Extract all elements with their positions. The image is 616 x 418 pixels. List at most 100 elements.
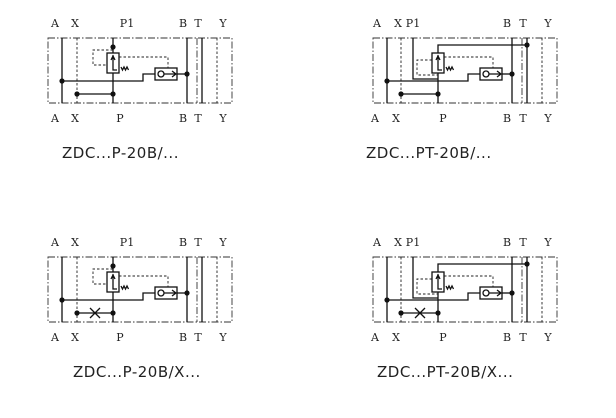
pilot-control-line [119, 56, 169, 68]
port-label-bottom-a: A [50, 112, 60, 125]
model-caption: ZDC...P-20B/X... [73, 363, 201, 381]
port-label-bottom-b: B [179, 112, 187, 125]
port-label-bottom-a: A [370, 112, 380, 125]
port-label-bottom-t: T [519, 112, 527, 125]
pressure-reducing-valve [106, 52, 120, 74]
valve-arrow-icon [435, 273, 442, 290]
port-label-bottom-y: Y [218, 112, 227, 125]
port-label-top-a: A [50, 17, 60, 30]
port-label-top-p1: P1 [406, 236, 420, 249]
pilot-control-line [444, 56, 494, 68]
port-label-bottom-x: X [71, 112, 79, 125]
valve-housing-outline [47, 256, 233, 323]
pilot-control-line [119, 275, 169, 287]
port-label-bottom-b: B [179, 331, 187, 344]
port-label-bottom-t: T [519, 331, 527, 344]
pilot-drain-line [416, 59, 438, 76]
port-label-bottom-x: X [392, 331, 400, 344]
port-label-top-b: B [179, 17, 187, 30]
port-label-bottom-y: Y [543, 112, 552, 125]
junction-dot [110, 263, 116, 269]
port-label-bottom-p: P [439, 331, 447, 344]
pilot-drain-line [416, 278, 438, 295]
port-p1-line [412, 38, 438, 80]
port-label-bottom-p: P [116, 331, 124, 344]
pilot-a-line [62, 292, 155, 301]
port-label-top-b: B [503, 17, 511, 30]
junction-dot [110, 44, 116, 50]
port-label-top-x: X [71, 17, 79, 30]
pilot-a-line [387, 292, 480, 301]
port-label-top-a: A [50, 236, 60, 249]
orifice-icon [89, 307, 101, 319]
pilot-a-line [387, 73, 480, 82]
junction-dot [184, 290, 190, 296]
valve-housing-outline [372, 256, 558, 323]
valve-arrow-icon [435, 54, 442, 71]
port-label-bottom-y: Y [218, 331, 227, 344]
port-label-top-x: X [394, 17, 402, 30]
port-label-bottom-p: P [439, 112, 447, 125]
port-label-top-p1: P1 [406, 17, 420, 30]
port-label-bottom-b: B [503, 331, 511, 344]
port-label-bottom-x: X [392, 112, 400, 125]
check-valve-ball-icon [157, 70, 165, 78]
valve-arrow-icon [110, 273, 117, 290]
check-valve-ball-icon [482, 289, 490, 297]
port-label-top-a: A [372, 236, 382, 249]
valve-to-tank-line [437, 263, 527, 272]
port-label-top-y: Y [218, 236, 227, 249]
port-label-top-b: B [503, 236, 511, 249]
port-label-top-p1: P1 [120, 17, 134, 30]
valve-arrow-icon [110, 54, 117, 71]
pressure-reducing-valve [106, 271, 120, 293]
port-label-top-x: X [394, 236, 402, 249]
check-valve-arrow-icon [164, 70, 178, 78]
valve-to-tank-line [437, 44, 527, 53]
port-label-top-y: Y [543, 17, 552, 30]
spring-icon [445, 284, 455, 291]
pilot-drain-line [92, 268, 113, 285]
pressure-reducing-valve [431, 271, 445, 293]
port-label-top-p1: P1 [120, 236, 134, 249]
model-caption: ZDC...P-20B/... [62, 144, 179, 162]
junction-dot [509, 290, 515, 296]
port-label-top-y: Y [218, 17, 227, 30]
valve-housing-outline [47, 37, 233, 104]
port-label-bottom-b: B [503, 112, 511, 125]
port-label-bottom-a: A [50, 331, 60, 344]
port-label-bottom-t: T [194, 112, 202, 125]
spring-icon [120, 65, 130, 72]
port-label-top-b: B [179, 236, 187, 249]
pilot-drain-line [92, 49, 113, 66]
spring-icon [445, 65, 455, 72]
port-label-bottom-a: A [370, 331, 380, 344]
pilot-control-line [444, 275, 494, 287]
check-valve-ball-icon [482, 70, 490, 78]
port-label-top-t: T [194, 236, 202, 249]
port-label-top-a: A [372, 17, 382, 30]
port-label-bottom-y: Y [543, 331, 552, 344]
port-label-bottom-x: X [71, 331, 79, 344]
port-label-top-y: Y [543, 236, 552, 249]
check-valve-ball-icon [157, 289, 165, 297]
port-label-top-t: T [519, 236, 527, 249]
junction-dot [509, 71, 515, 77]
check-valve-arrow-icon [489, 70, 503, 78]
check-valve-arrow-icon [489, 289, 503, 297]
port-label-top-t: T [519, 17, 527, 30]
port-label-top-t: T [194, 17, 202, 30]
port-p1-line [412, 257, 438, 299]
orifice-icon [414, 307, 426, 319]
valve-housing-outline [372, 37, 558, 104]
port-label-bottom-p: P [116, 112, 124, 125]
spring-icon [120, 284, 130, 291]
model-caption: ZDC...PT-20B/... [366, 144, 492, 162]
check-valve-arrow-icon [164, 289, 178, 297]
junction-dot [184, 71, 190, 77]
port-label-top-x: X [71, 236, 79, 249]
